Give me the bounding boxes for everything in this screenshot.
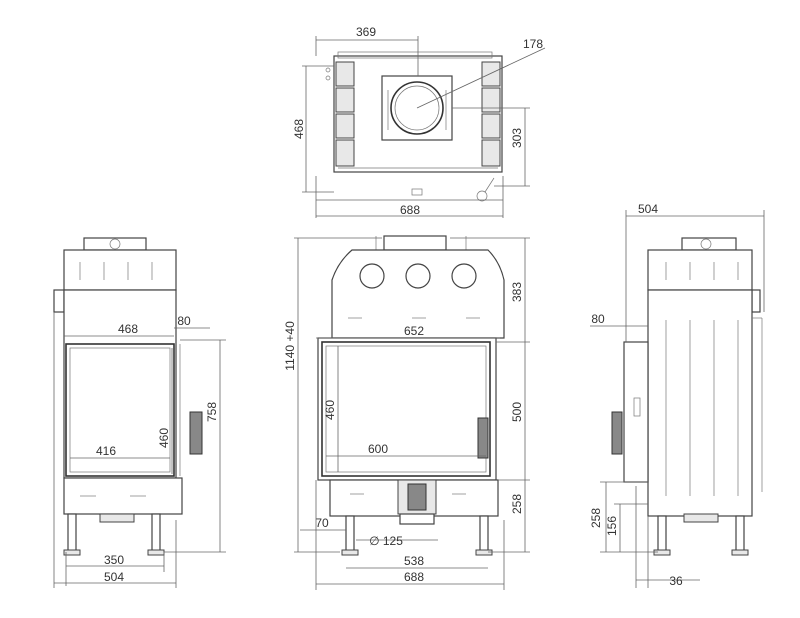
front-dim-125: ∅ 125 — [369, 534, 403, 548]
right-dim-36: 36 — [669, 574, 683, 588]
left-dim-460: 460 — [157, 428, 171, 448]
front-dim-383: 383 — [510, 282, 524, 302]
left-view-leg-right — [151, 513, 161, 553]
front-dim-500: 500 — [510, 402, 524, 422]
left-dim-758: 758 — [205, 402, 219, 422]
left-view: 468 80 416 460 758 350 504 — [53, 237, 226, 588]
right-dim-156: 156 — [605, 516, 619, 536]
top-dim-303: 303 — [510, 128, 524, 148]
left-view-lifting-eye — [109, 238, 121, 250]
top-view-rear-rim — [337, 51, 493, 59]
left-dim-80: 80 — [177, 314, 191, 328]
right-view-top-box — [647, 249, 753, 291]
top-view: 369 178 468 303 688 — [292, 25, 546, 218]
top-dim-diameter: 178 — [523, 37, 543, 51]
front-dim-688: 688 — [404, 570, 424, 584]
front-dim-70: 70 — [315, 516, 329, 530]
left-view-glass — [65, 343, 175, 477]
front-view: 1140 +40 383 652 460 600 500 258 70 ∅ 12… — [283, 235, 530, 590]
front-view-outlet-1 — [359, 263, 385, 289]
front-view-outlet-3 — [451, 263, 477, 289]
right-view-door — [623, 341, 649, 483]
right-view: 504 80 258 156 36 — [589, 202, 765, 588]
left-dim-416: 416 — [96, 444, 116, 458]
front-dim-652: 652 — [404, 324, 424, 338]
right-view-leg-left — [657, 515, 667, 553]
left-view-leg-left — [67, 513, 77, 553]
front-dim-600: 600 — [368, 442, 388, 456]
right-view-body — [647, 289, 753, 517]
left-view-top-box — [63, 249, 177, 291]
front-dim-538: 538 — [404, 554, 424, 568]
right-dim-504: 504 — [638, 202, 658, 216]
front-dim-258: 258 — [510, 494, 524, 514]
right-dim-258: 258 — [589, 508, 603, 528]
front-view-leg-left — [345, 515, 355, 553]
top-dim-468: 468 — [292, 119, 306, 139]
top-dim-369: 369 — [356, 25, 376, 39]
front-dim-460: 460 — [323, 400, 337, 420]
right-view-leg-right — [735, 515, 745, 553]
right-view-handle — [611, 411, 623, 455]
front-dim-1140: 1140 +40 — [283, 321, 297, 371]
front-view-leg-right — [479, 515, 489, 553]
top-view-left-blocks — [335, 61, 355, 167]
right-view-lifting-eye — [700, 238, 712, 250]
left-view-handle — [189, 411, 203, 455]
top-view-right-blocks — [481, 61, 501, 167]
left-dim-350: 350 — [104, 553, 124, 567]
front-view-handle — [477, 417, 489, 459]
left-dim-504: 504 — [104, 570, 124, 584]
top-dim-688: 688 — [400, 203, 420, 217]
right-dim-80: 80 — [591, 312, 605, 326]
front-view-outlet-2 — [405, 263, 431, 289]
top-view-control-knob — [476, 190, 488, 202]
left-dim-468: 468 — [118, 322, 138, 336]
front-view-glass — [321, 341, 491, 477]
